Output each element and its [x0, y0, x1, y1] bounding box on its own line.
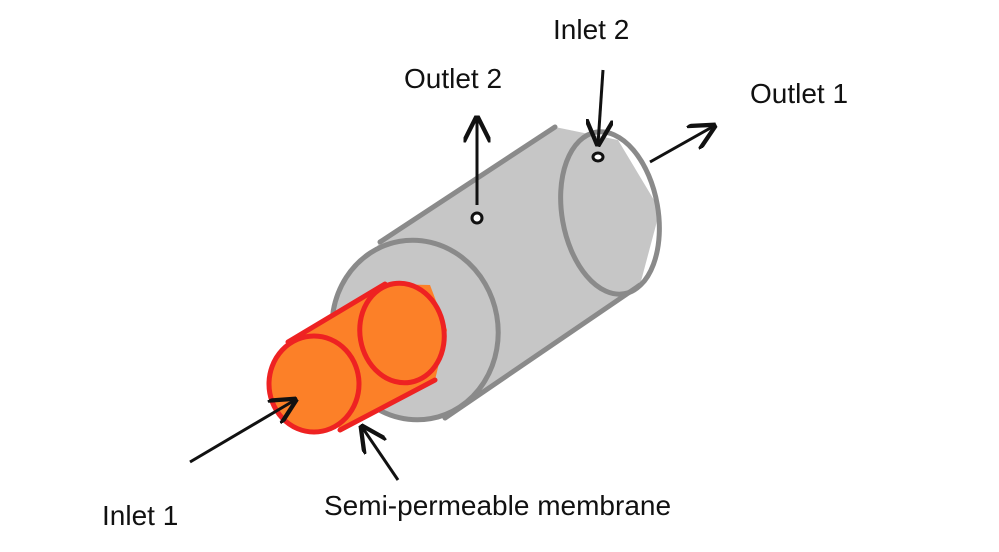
inlet-1-arrow [189, 400, 295, 464]
outlet-2-label: Outlet 2 [404, 63, 503, 94]
outer-tube-bottom-edge [442, 282, 643, 421]
inlet-2-port [591, 151, 605, 163]
membrane-pointer-arrow [362, 427, 400, 481]
inner-tube-back-cap [357, 280, 447, 386]
outer-tube-top-edge [377, 124, 558, 245]
inner-tube [266, 280, 447, 435]
inlet-1-label: Inlet 1 [102, 500, 179, 531]
outlet-1-arrow [649, 126, 714, 164]
inner-tube-front-cap [266, 333, 362, 435]
inlet-2-arrow [598, 69, 603, 144]
inner-tube-bottom-edge [337, 377, 438, 433]
inlet-2-label: Inlet 2 [553, 14, 630, 45]
outlet-2-port [470, 211, 484, 225]
outlet-1-label: Outlet 1 [750, 78, 849, 109]
membrane-label: Semi-permeable membrane [324, 490, 672, 521]
inner-tube-top-edge [285, 281, 388, 345]
